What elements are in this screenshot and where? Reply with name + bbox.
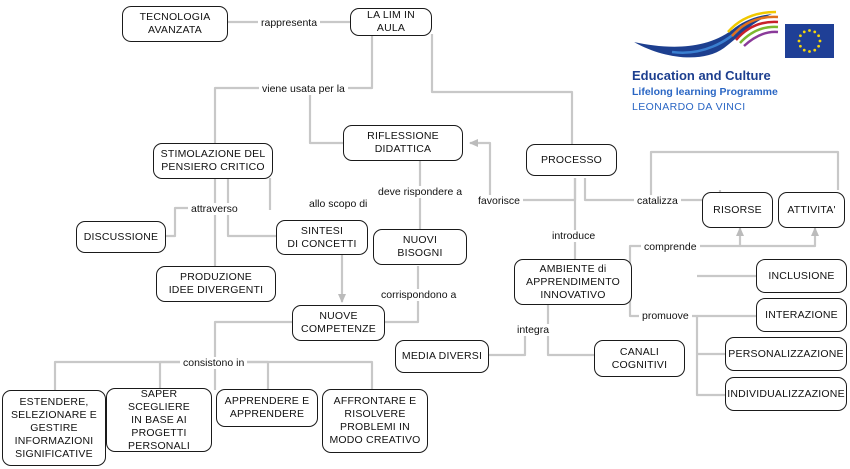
link-comprende: comprende — [641, 241, 700, 253]
node-nuove-competenze: NUOVE COMPETENZE — [292, 305, 385, 341]
link-promuove: promuove — [639, 310, 692, 322]
node-ambiente: AMBIENTE di APPRENDIMENTO INNOVATIVO — [514, 259, 632, 305]
node-processo: PROCESSO — [526, 144, 617, 176]
node-produzione: PRODUZIONE IDEE DIVERGENTI — [156, 266, 276, 302]
node-nuovi-bisogni: NUOVI BISOGNI — [373, 229, 467, 265]
node-interazione: INTERAZIONE — [756, 298, 847, 332]
link-attraverso: attraverso — [188, 203, 241, 215]
link-viene-usata: viene usata per la — [259, 83, 348, 95]
node-riflessione: RIFLESSIONE DIDATTICA — [343, 125, 463, 161]
link-consistono: consistono in — [180, 357, 248, 369]
node-inclusione: INCLUSIONE — [756, 259, 847, 293]
link-rappresenta: rappresenta — [258, 17, 321, 29]
node-affrontare: AFFRONTARE E RISOLVERE PROBLEMI IN MODO … — [322, 389, 428, 453]
node-discussione: DISCUSSIONE — [76, 221, 166, 253]
link-corrispondono: corrispondono a — [378, 289, 460, 301]
link-catalizza: catalizza — [634, 195, 681, 207]
node-sintesi: SINTESI DI CONCETTI — [276, 220, 368, 255]
link-introduce: introduce — [549, 230, 599, 242]
node-canali: CANALI COGNITIVI — [594, 340, 685, 377]
node-attivita: ATTIVITA' — [778, 192, 845, 228]
link-integra: integra — [514, 324, 553, 336]
node-estendere: ESTENDERE, SELEZIONARE E GESTIRE INFORMA… — [2, 390, 106, 466]
node-apprendere: APPRENDERE E APPRENDERE — [216, 389, 318, 427]
node-individualizzazione: INDIVIDUALIZZAZIONE — [725, 377, 847, 411]
logo-leonardo: LEONARDO DA VINCI — [632, 101, 746, 113]
node-lim: LA LIM IN AULA — [350, 8, 432, 36]
node-saper: SAPER SCEGLIERE IN BASE AI PROGETTI PERS… — [106, 388, 212, 452]
link-deve-rispondere: deve rispondere a — [375, 186, 466, 198]
node-media: MEDIA DIVERSI — [395, 340, 489, 373]
eu-flag-icon — [785, 24, 834, 58]
lifelong-learning-swoosh-logo — [634, 10, 779, 58]
node-risorse: RISORSE — [702, 192, 773, 228]
node-tecnologia: TECNOLOGIA AVANZATA — [122, 6, 228, 42]
node-personalizzazione: PERSONALIZZAZIONE — [725, 337, 847, 371]
link-allo-scopo: allo scopo di — [306, 198, 371, 210]
logo-lifelong: Lifelong learning Programme — [632, 86, 778, 98]
link-favorisce: favorisce — [475, 195, 524, 207]
logo-education-culture: Education and Culture — [632, 68, 771, 83]
node-stimolazione: STIMOLAZIONE DEL PENSIERO CRITICO — [153, 143, 273, 179]
